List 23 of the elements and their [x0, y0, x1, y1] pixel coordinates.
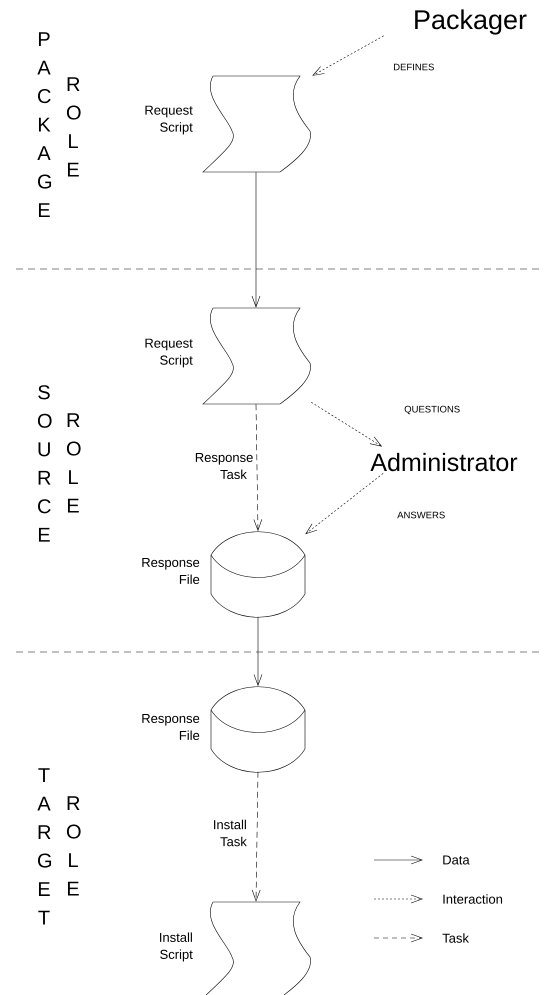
edge-label: QUESTIONS [404, 406, 460, 414]
role-label: ROLE [66, 77, 81, 176]
arrow [254, 404, 262, 532]
role-label: ROLE [66, 796, 81, 896]
edge-label: DEFINES [394, 64, 434, 70]
arrow [312, 36, 384, 76]
edge-label: Install Task [214, 820, 247, 846]
arrow [254, 616, 262, 686]
role-label: PACKAGE [37, 32, 52, 217]
legend-label: Interaction [443, 894, 502, 904]
edge-label: Response Task [196, 452, 253, 480]
role-label: TARGET [37, 768, 52, 924]
legend-label: Data [443, 855, 470, 865]
arrow [305, 473, 384, 534]
role-label: SOURCE [38, 385, 52, 542]
edge-label: ANSWERS [397, 512, 445, 518]
arrow [252, 771, 260, 902]
actor-label: Packager [415, 9, 527, 35]
legend-label: Task [442, 933, 469, 943]
role-label: ROLE [66, 413, 81, 512]
actor-label: Administrator [370, 452, 518, 472]
arrow [252, 172, 260, 308]
arrow [310, 402, 382, 447]
